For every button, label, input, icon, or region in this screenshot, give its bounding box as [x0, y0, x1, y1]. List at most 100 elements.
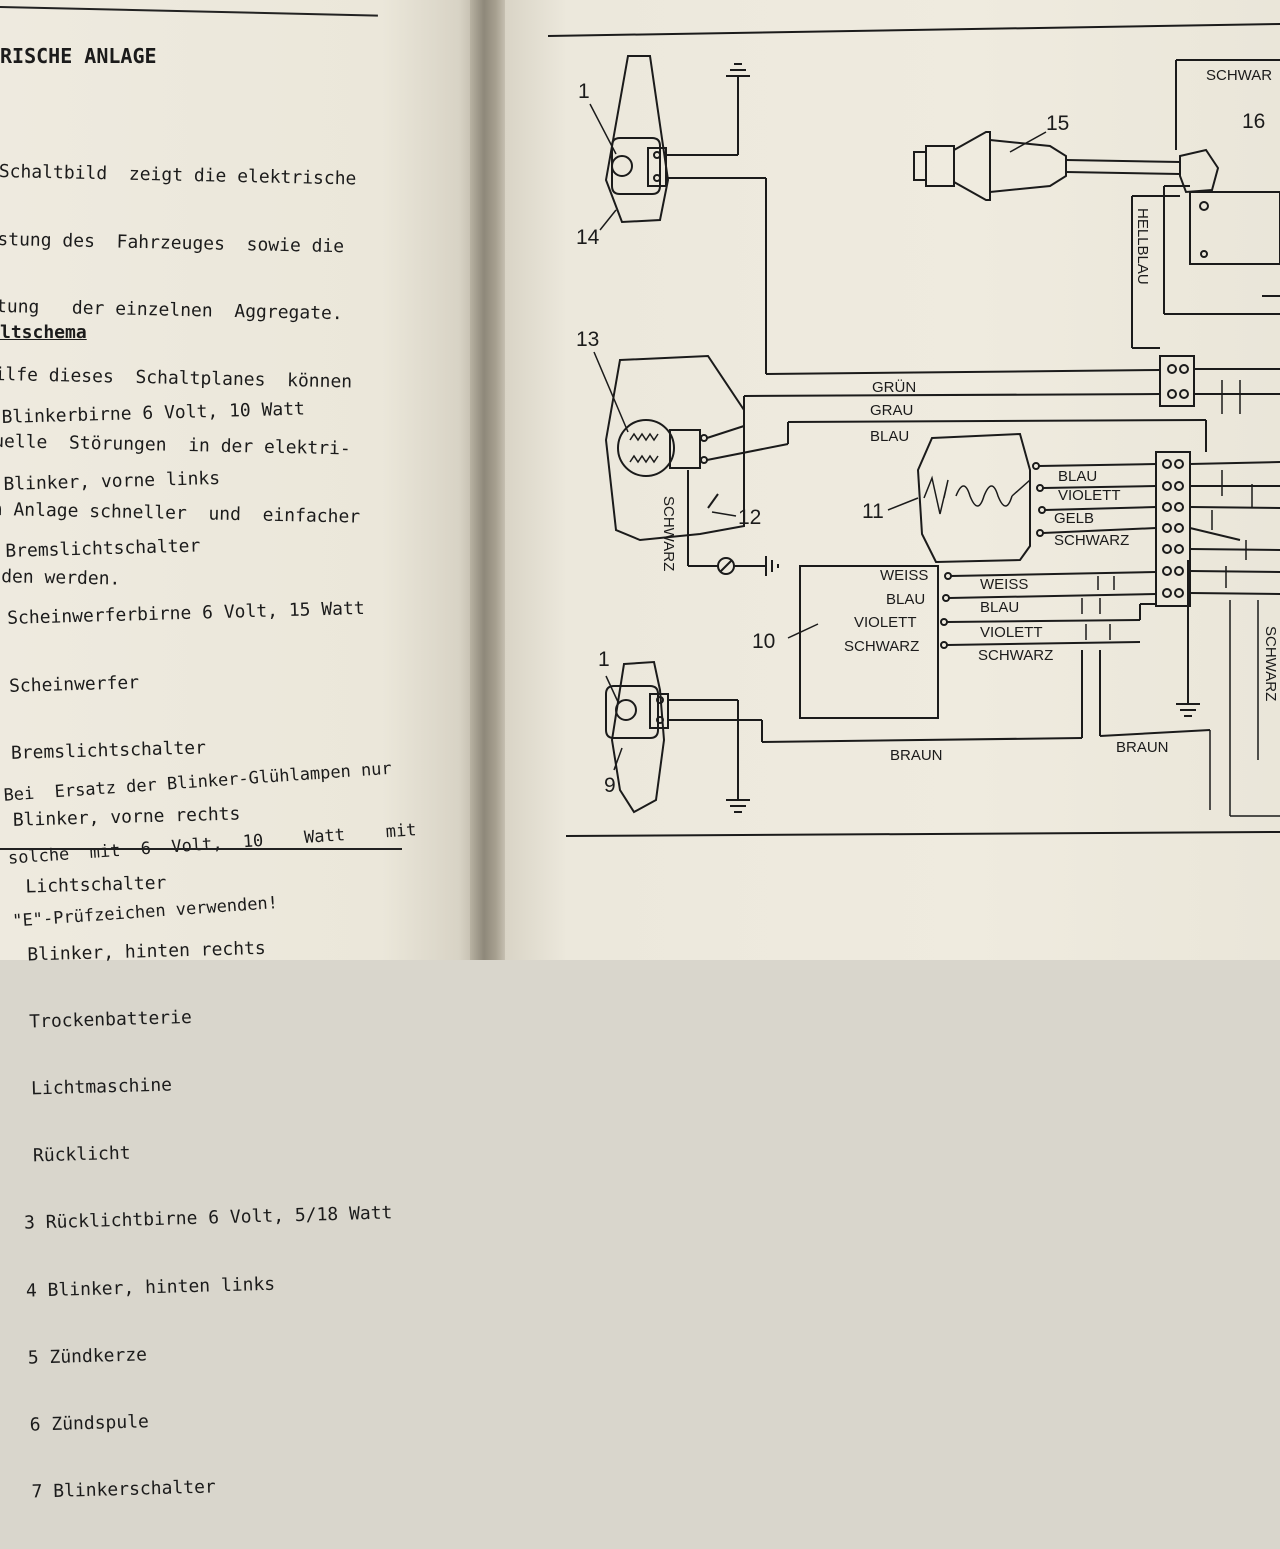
blinker-bulb-icon — [615, 699, 637, 721]
right-page — [505, 0, 1280, 960]
coil-body — [1189, 191, 1280, 265]
wire-label: SCHWARZ — [1262, 626, 1279, 701]
battery — [787, 560, 1200, 719]
wire-label: SCHWAR — [1206, 67, 1272, 84]
component-number: 11 — [862, 500, 884, 523]
connector-block-lower — [1155, 451, 1280, 607]
headlight-housing — [604, 354, 745, 542]
component-number: 16 — [1242, 110, 1265, 133]
terminal — [1174, 459, 1184, 469]
terminal — [1174, 502, 1184, 512]
wire — [1011, 479, 1031, 497]
battery-wire-label: VIOLETT — [980, 624, 1043, 641]
legend-heading: ltschema — [0, 322, 87, 343]
grau-wire — [743, 393, 1161, 397]
terminal-block — [647, 147, 667, 187]
terminal — [1162, 502, 1172, 512]
legend-item: 5 Zündkerze — [27, 1344, 148, 1369]
top-rule-right — [547, 23, 1280, 37]
terminal — [1179, 389, 1189, 399]
terminal — [656, 716, 664, 724]
plug-body — [925, 145, 955, 187]
terminal — [942, 594, 950, 602]
wire — [706, 443, 789, 461]
terminal — [940, 641, 948, 649]
coil-icon — [923, 475, 949, 515]
legend-item: 3 Rücklichtbirne 6 Volt, 5/18 Watt — [23, 1202, 393, 1235]
leader-line — [593, 351, 629, 433]
leader-line — [599, 209, 617, 231]
battery-wire-label: SCHWARZ — [978, 647, 1053, 664]
coil-connector — [1179, 148, 1220, 194]
wire-label: BLAU — [870, 428, 909, 445]
battery-terminal-label: WEISS — [880, 567, 928, 584]
component-number: 9 — [604, 774, 616, 797]
wire — [706, 425, 745, 439]
generator-terminal-label: VIOLETT — [1058, 487, 1121, 504]
blinker-housing — [610, 660, 666, 814]
battery-wire-label: BLAU — [980, 599, 1019, 616]
component-number: 1 — [598, 648, 610, 671]
terminal — [653, 174, 661, 182]
ht-lead — [1065, 159, 1181, 163]
leader-line — [887, 497, 919, 511]
terminal — [1162, 481, 1172, 491]
generator-terminal-label: SCHWARZ — [1054, 532, 1129, 549]
terminal — [1038, 506, 1046, 514]
battery-body — [799, 565, 939, 719]
legend-item: Lichtmaschine — [20, 1074, 173, 1100]
wire-label: GRÜN — [872, 378, 916, 396]
plug-cap — [989, 139, 1067, 193]
wire — [948, 593, 1157, 599]
wire — [1189, 592, 1280, 595]
terminal — [1162, 523, 1172, 533]
component-number: 15 — [1046, 112, 1069, 135]
terminal — [1199, 201, 1209, 211]
terminal — [1162, 544, 1172, 554]
terminal — [653, 151, 661, 159]
wire — [1189, 506, 1280, 509]
component-number: 14 — [576, 226, 600, 249]
braun-wire — [1099, 729, 1211, 737]
terminal — [1167, 364, 1177, 374]
component-number: 10 — [752, 630, 775, 653]
terminal — [1174, 588, 1184, 598]
leader-line — [613, 747, 623, 771]
battery-wire-label: WEISS — [980, 576, 1028, 593]
headlight-assembly — [593, 351, 789, 576]
ht-lead — [1065, 171, 1181, 175]
wire-label: GRAU — [870, 402, 913, 419]
section-heading: RISCHE ANLAGE — [0, 44, 157, 68]
terminal — [1179, 364, 1189, 374]
generator — [887, 432, 1157, 564]
terminal — [656, 696, 664, 704]
component-number: 12 — [738, 506, 761, 529]
wire — [1189, 527, 1241, 541]
terminal — [1162, 588, 1172, 598]
terminal — [1200, 250, 1208, 258]
terminal-strip — [1159, 355, 1195, 407]
bottom-rule-right — [565, 831, 1280, 837]
terminal — [1162, 566, 1172, 576]
terminal — [700, 434, 708, 442]
wire — [1044, 506, 1157, 511]
terminal — [1162, 459, 1172, 469]
terminal — [1167, 389, 1177, 399]
generator-terminal-label: BLAU — [1058, 468, 1097, 485]
wire-label: BRAUN — [890, 747, 943, 764]
wire-label: BRAUN — [1116, 739, 1169, 756]
battery-terminal-label: SCHWARZ — [844, 638, 919, 655]
spark-plug — [913, 131, 1181, 201]
book-gutter — [470, 0, 510, 960]
headlight-bulb-icon — [617, 419, 675, 477]
blinker-bulb-icon — [611, 155, 633, 177]
leader-line — [605, 675, 619, 703]
bottom-rule-left — [0, 848, 402, 850]
terminal — [1036, 529, 1044, 537]
plug-tip — [913, 151, 927, 181]
generator-housing — [916, 432, 1031, 564]
wiring-diagram: 1 14 15 16 13 11 12 10 1 9 GRÜN GRAU BLA… — [547, 23, 1280, 837]
front-left-blinker — [589, 55, 766, 231]
terminal — [1032, 462, 1040, 470]
gruen-wire — [765, 369, 1161, 375]
